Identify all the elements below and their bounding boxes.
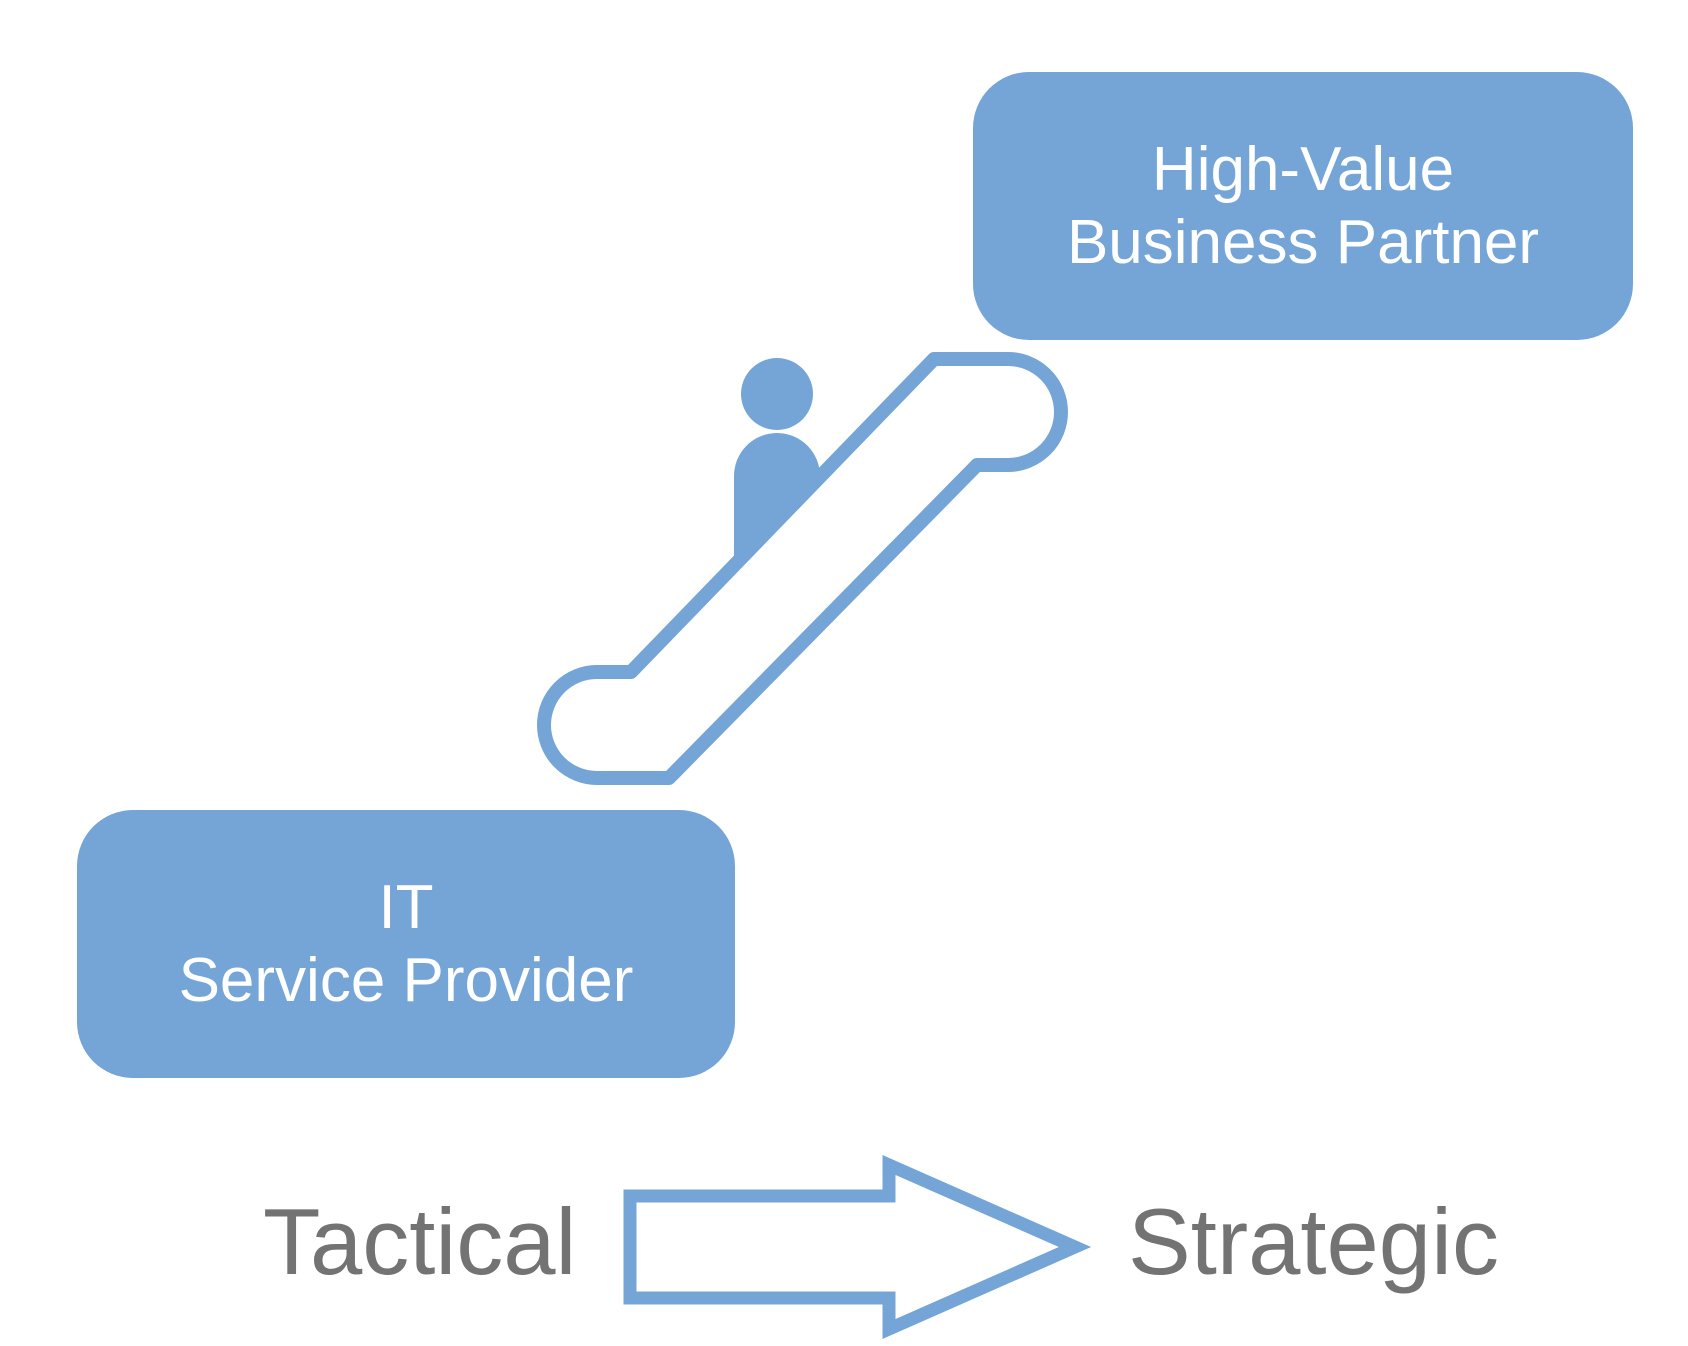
box-top-line1: High-Value [1151,134,1455,204]
person-icon [734,358,820,563]
strategic-label: Strategic [1128,1189,1499,1294]
box-top-line2: Business Partner [1066,208,1540,277]
it-service-provider-box: IT Service Provider [77,810,735,1078]
tactical-label: Tactical [263,1189,577,1294]
box-bottom-line2: Service Provider [178,946,634,1015]
high-value-business-partner-box: High-Value Business Partner [973,72,1633,340]
box-bottom-line1: IT [378,872,434,942]
escalator-icon [537,352,1068,785]
right-arrow-icon [623,1155,1092,1339]
